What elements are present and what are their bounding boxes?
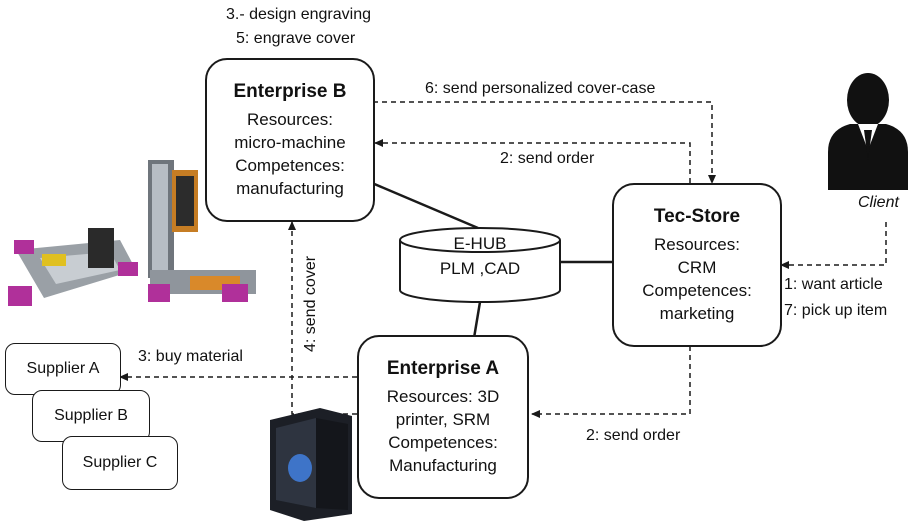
micro-machine-image <box>8 160 256 306</box>
tec-store-line-1: Resources: <box>654 234 740 254</box>
label-send-cover: 4: send cover <box>302 255 319 352</box>
edge-send-order-bottom <box>531 346 691 418</box>
edge-want-article <box>780 222 887 269</box>
enterprise-b-line-1: Resources: <box>247 109 333 129</box>
printer-image <box>270 408 352 521</box>
ehub-node[interactable]: E-HUB PLM ,CAD <box>400 232 560 281</box>
label-want-article: 1: want article <box>784 276 883 293</box>
label-send-order-bottom: 2: send order <box>586 427 681 444</box>
edge-ehub-enterpriseA <box>472 301 482 339</box>
supplier-b-node[interactable]: Supplier B <box>32 390 150 442</box>
enterprise-a-line-1: Resources: 3D <box>386 386 500 406</box>
ehub-cylinder <box>399 227 561 303</box>
enterprise-a-node[interactable]: Enterprise A Resources: 3D printer, SRM … <box>357 335 529 499</box>
ehub-title: E-HUB <box>453 234 507 253</box>
tec-store-node[interactable]: Tec-Store Resources: CRM Competences: ma… <box>612 183 782 347</box>
tec-store-line-3: Competences: <box>642 280 752 300</box>
ehub-subtitle: PLM ,CAD <box>439 258 521 278</box>
label-send-order-top: 2: send order <box>500 150 595 167</box>
client-label: Client <box>858 194 899 211</box>
enterprise-a-line-3: Competences: <box>388 432 498 452</box>
enterprise-b-line-3: Competences: <box>235 155 345 175</box>
edge-send-personalized <box>373 101 716 184</box>
enterprise-b-task-design: 3.- design engraving <box>226 6 371 23</box>
tec-store-line-2: CRM <box>677 257 717 277</box>
supplier-c-node[interactable]: Supplier C <box>62 436 178 490</box>
edge-send-order-top <box>374 139 691 183</box>
enterprise-b-node[interactable]: Enterprise B Resources: micro-machine Co… <box>205 58 375 222</box>
enterprise-b-title: Enterprise B <box>233 81 347 103</box>
supplier-a-node[interactable]: Supplier A <box>5 343 121 395</box>
enterprise-b-line-2: micro-machine <box>234 132 346 152</box>
edge-enterpriseB-ehub <box>371 181 479 230</box>
enterprise-b-task-engrave: 5: engrave cover <box>236 30 356 47</box>
enterprise-b-line-4: manufacturing <box>236 178 344 198</box>
enterprise-a-line-4: Manufacturing <box>389 455 497 475</box>
enterprise-a-line-2: printer, SRM <box>395 409 491 429</box>
client-person-icon <box>828 73 908 190</box>
label-buy-material: 3: buy material <box>138 348 243 365</box>
tec-store-title: Tec-Store <box>653 206 741 228</box>
label-pick-up: 7: pick up item <box>784 302 888 319</box>
label-send-personalized: 6: send personalized cover-case <box>425 80 656 97</box>
enterprise-a-title: Enterprise A <box>386 358 500 380</box>
tec-store-line-4: marketing <box>659 303 735 323</box>
